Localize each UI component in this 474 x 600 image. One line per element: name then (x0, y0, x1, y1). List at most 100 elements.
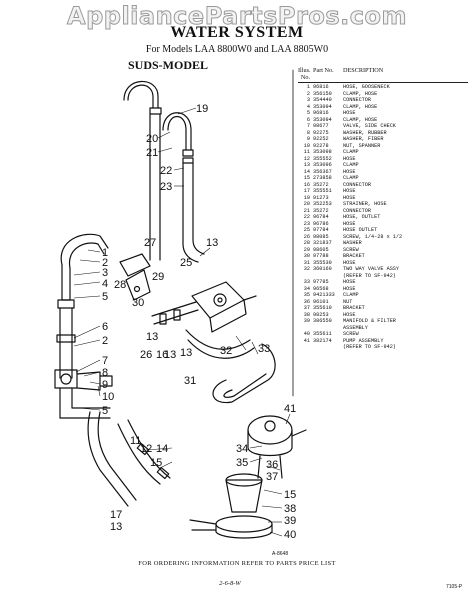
header-part-no: Part No. (313, 67, 334, 74)
part-no-cell: 352253 (313, 201, 332, 207)
header-description: DESCRIPTION (343, 68, 384, 74)
part-no-cell: 321837 (313, 240, 332, 246)
part-no-cell: 35272 (313, 181, 329, 188)
callout-22: 22 (160, 165, 172, 177)
description-cell: CONNECTOR (343, 207, 372, 214)
callout-13a: 13 (206, 237, 218, 249)
illus-no-cell: 38 (303, 311, 310, 318)
part-no-cell: 97785 (313, 279, 329, 285)
part-no-cell: 35272 (313, 207, 329, 214)
callout-4: 4 (102, 278, 108, 290)
callout-20: 20 (146, 133, 158, 145)
part-no-cell: 353098 (313, 149, 332, 155)
page-subtitle: For Models LAA 8800W0 and LAA 8805W0 (145, 44, 329, 55)
illus-no-cell: 4 (306, 103, 310, 110)
outlet-hose-upper (162, 112, 194, 164)
illus-no-cell: 26 (303, 233, 310, 240)
callout-29: 29 (152, 271, 164, 283)
illus-no-cell: 23 (303, 220, 310, 227)
illus-no-cell: 7 (306, 123, 310, 129)
description-cell: (REFER TO SF-942) (343, 344, 396, 350)
part-no-cell: 97784 (313, 227, 329, 233)
illus-no-cell: 40 (303, 331, 310, 337)
description-cell: VALVE, SIDE CHECK (343, 123, 396, 129)
description-cell: SCREW, 1/4-28 x 1/2 (343, 233, 403, 240)
callout-13c: 13 (164, 349, 176, 361)
description-cell: HOSE (343, 285, 356, 292)
part-no-cell: 98677 (313, 123, 329, 129)
part-no-cell: 96816 (313, 84, 329, 90)
callout-34: 34 (236, 443, 248, 455)
illus-no-cell: 1 (306, 84, 310, 90)
table-row: (REFER TO SF-942) (298, 344, 468, 351)
callout-1: 1 (102, 247, 108, 259)
callout-11: 11 (130, 435, 141, 447)
part-no-cell: 355610 (313, 305, 332, 311)
connector-hoses (151, 301, 255, 359)
callout-17: 17 (110, 509, 122, 521)
description-cell: MANIFOLD & FILTER (343, 318, 396, 324)
part-no-cell: 360160 (313, 266, 332, 272)
description-cell: CLAMP, HOSE (343, 103, 378, 110)
part-no-cell: 98605 (313, 246, 329, 253)
callout-32: 32 (220, 345, 232, 357)
callout-35: 35 (236, 457, 248, 469)
description-cell: HOSE (343, 194, 356, 201)
illus-no-cell: 16 (303, 181, 310, 188)
callout-19: 19 (196, 103, 208, 115)
callout-8: 8 (102, 367, 108, 379)
callout-23: 23 (160, 181, 172, 193)
callout-10: 10 (102, 391, 114, 403)
part-no-cell: 353094 (313, 116, 332, 123)
outlet-hose-long (149, 113, 205, 263)
description-cell: CLAMP (343, 149, 359, 155)
two-way-valve (191, 281, 257, 333)
callout-28: 28 (114, 279, 126, 291)
callout-30: 30 (132, 297, 144, 309)
callout-39: 39 (284, 515, 296, 527)
model-label: SUDS-MODEL (128, 58, 209, 72)
description-cell: NUT (343, 298, 353, 305)
description-cell: HOSE (343, 311, 356, 318)
description-cell: HOSE, OUTLET (343, 214, 381, 220)
illus-no-cell: 37 (303, 305, 310, 311)
footer-code: 2-6-8-W (219, 580, 241, 587)
part-no-cell: 382174 (313, 337, 332, 344)
illus-no-cell: 34 (303, 285, 310, 292)
page-code: 7105-P (446, 584, 463, 590)
illus-no-cell: 6 (306, 116, 310, 123)
callout-14: 14 (156, 443, 168, 455)
part-no-cell: 9421333 (313, 292, 335, 298)
description-cell: TWO WAY VALVE ASSY (343, 266, 400, 272)
description-cell: CLAMP (343, 292, 359, 298)
parts-table-header: Illus. No. Part No. DESCRIPTION (298, 67, 468, 83)
part-no-cell: 98253 (313, 311, 329, 318)
illus-no-cell: 31 (303, 259, 310, 266)
part-no-cell: 96568 (313, 285, 329, 292)
illus-no-cell: 15 (303, 175, 310, 181)
description-cell: PUMP ASSEMBLY (343, 337, 384, 344)
illus-no-cell: 8 (306, 129, 310, 136)
table-row: (REFER TO SF-942) (298, 273, 468, 280)
gooseneck-hose-left (56, 233, 109, 379)
callout-40: 40 (284, 529, 296, 541)
description-cell: HOSE (343, 220, 356, 227)
callout-26: 26 (140, 349, 152, 361)
